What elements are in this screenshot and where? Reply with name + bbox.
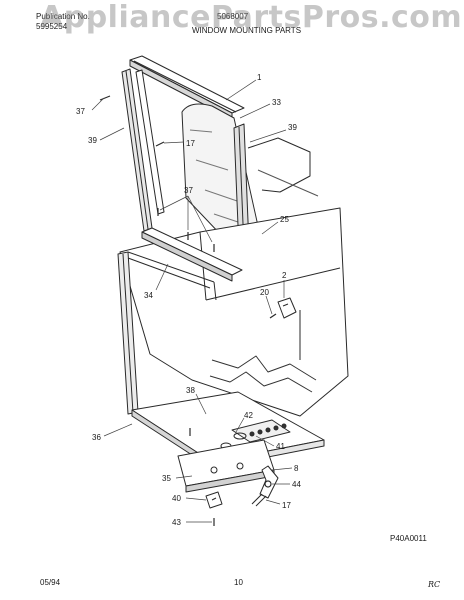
footer-date: 05/94 bbox=[40, 578, 61, 587]
callout-41: 41 bbox=[276, 442, 285, 451]
figure-code: P40A0011 bbox=[390, 534, 427, 543]
left-side-panel bbox=[121, 68, 165, 232]
callout-44: 44 bbox=[292, 480, 301, 489]
callout-40: 40 bbox=[172, 494, 181, 503]
mounting-bracket bbox=[205, 491, 223, 509]
sill-bar bbox=[141, 227, 243, 282]
cabinet-body bbox=[119, 207, 349, 417]
callout-17-bottom: 17 bbox=[282, 501, 291, 510]
footer-initials: RC bbox=[428, 580, 441, 589]
left-front-frame bbox=[117, 251, 217, 415]
callout-34: 34 bbox=[144, 291, 153, 300]
callout-36: 36 bbox=[92, 433, 101, 442]
callout-39-right: 39 bbox=[288, 123, 297, 132]
callout-42: 42 bbox=[244, 411, 253, 420]
callout-37-top: 37 bbox=[76, 107, 85, 116]
callout-39-left: 39 bbox=[88, 136, 97, 145]
callout-33: 33 bbox=[272, 98, 281, 107]
callout-17-top: 17 bbox=[186, 139, 195, 148]
callout-35: 35 bbox=[162, 474, 171, 483]
callout-37-middle: 37 bbox=[184, 186, 193, 195]
callout-25: 25 bbox=[280, 215, 289, 224]
callout-2: 2 bbox=[282, 271, 287, 280]
watermark-logo: AppliancePartsPros.com bbox=[40, 0, 463, 35]
screws bbox=[99, 95, 277, 526]
footer-page-number: 10 bbox=[234, 578, 243, 587]
callout-8: 8 bbox=[294, 464, 299, 473]
side-bracket bbox=[277, 297, 297, 319]
callout-43: 43 bbox=[172, 518, 181, 527]
callout-38: 38 bbox=[186, 386, 195, 395]
cabinet-sleeve-top bbox=[247, 137, 319, 197]
publication-number: 5995254 bbox=[36, 22, 68, 31]
section-title: WINDOW MOUNTING PARTS bbox=[192, 26, 302, 35]
model-number: 5068007 bbox=[217, 12, 249, 21]
support-bracket bbox=[251, 465, 279, 507]
callout-1: 1 bbox=[257, 73, 262, 82]
publication-label: Publication No. bbox=[36, 12, 90, 21]
callout-20: 20 bbox=[260, 288, 269, 297]
leader-lines bbox=[91, 79, 293, 523]
support-rail bbox=[177, 439, 275, 493]
